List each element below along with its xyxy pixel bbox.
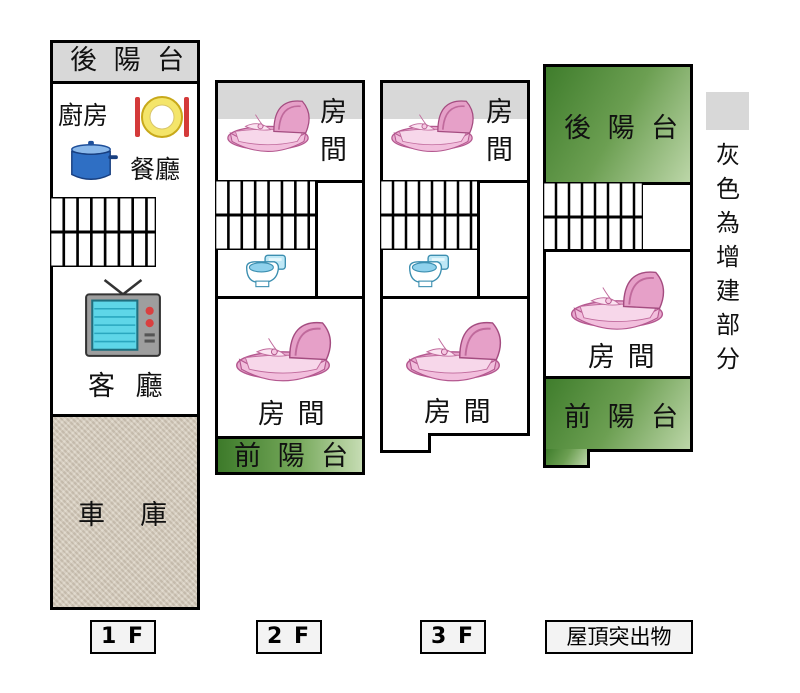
stairs-icon — [50, 197, 156, 267]
legend-char: 分 — [716, 345, 740, 373]
roof-rear-balcony — [546, 67, 690, 182]
legend-swatch — [706, 92, 749, 130]
legend-text: 灰 色 為 增 建 部 分 — [713, 138, 743, 376]
bassinet-icon — [565, 256, 669, 338]
floor-3-label: 3 F — [420, 620, 486, 654]
legend-char: 灰 — [716, 141, 740, 169]
cooking-pot-icon — [71, 140, 118, 180]
bassinet-icon — [400, 306, 506, 390]
toilet-icon — [243, 251, 289, 291]
floor-2-bottom-room-label: 房 間 — [258, 399, 327, 430]
roof-rear-balcony-label: 後 陽 台 — [564, 113, 683, 144]
garage-area — [53, 417, 197, 607]
toilet-icon — [406, 251, 452, 291]
floor-1-rear-balcony-label: 後 陽 台 — [70, 45, 189, 76]
stairs-icon — [215, 180, 318, 250]
tv-icon — [85, 279, 161, 357]
floor-1-label: 1 F — [90, 620, 156, 654]
floor-2-top-room-label-2: 間 — [320, 135, 353, 166]
plate-cutlery-icon — [135, 96, 189, 138]
stairs-icon — [543, 182, 643, 252]
legend-char: 色 — [716, 175, 740, 203]
floor-3-top-room-label-1: 房 — [486, 97, 519, 128]
living-room-label: 客 廳 — [88, 371, 169, 402]
roof-room-label: 房 間 — [588, 342, 657, 373]
roof-label: 屋頂突出物 — [545, 620, 693, 654]
floor-2-label: 2 F — [256, 620, 322, 654]
floor-3-bottom-room-label: 房 間 — [424, 397, 493, 428]
legend-char: 部 — [716, 311, 740, 339]
roof-front-balcony — [546, 379, 690, 449]
roof-front-balcony-label: 前 陽 台 — [564, 402, 683, 433]
floor-2-front-balcony — [218, 439, 362, 472]
legend-char: 為 — [716, 209, 740, 237]
dining-label: 餐廳 — [130, 155, 181, 184]
floor-1-rear-balcony — [53, 43, 197, 81]
bassinet-icon — [386, 86, 478, 160]
floor-2-front-balcony-label: 前 陽 台 — [234, 441, 353, 472]
legend-char: 增 — [716, 243, 740, 271]
floor-3-top-room-label-2: 間 — [486, 135, 519, 166]
bassinet-icon — [222, 86, 314, 160]
bassinet-icon — [230, 306, 336, 390]
stairs-icon — [380, 180, 480, 250]
garage-label: 車 庫 — [78, 500, 174, 531]
legend-char: 建 — [716, 277, 740, 305]
floor-2-top-room-label-1: 房 — [320, 97, 353, 128]
kitchen-label: 廚房 — [58, 101, 109, 130]
